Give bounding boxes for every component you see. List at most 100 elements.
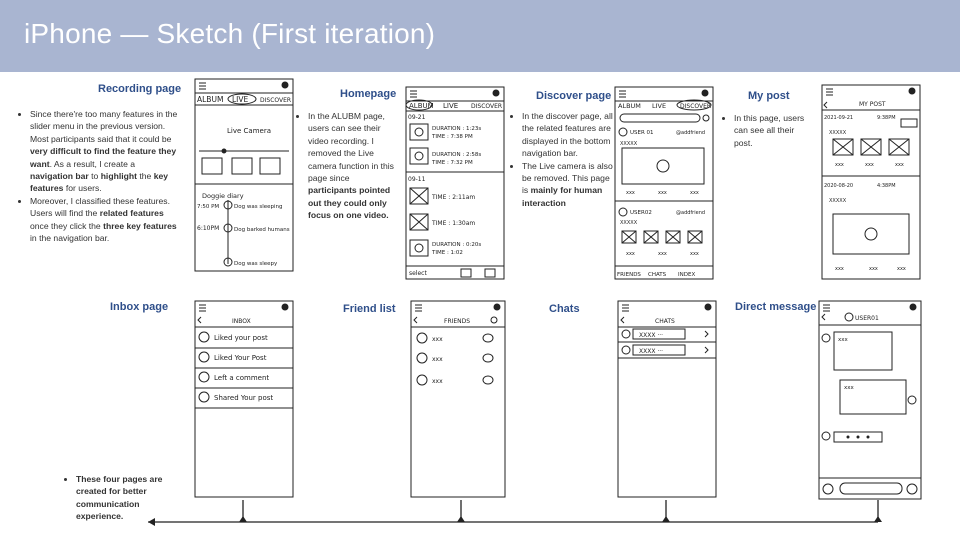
recording-notes: Since there're too many features in the …: [20, 108, 178, 244]
menu-icon: [199, 82, 206, 90]
svg-text:USER02: USER02: [630, 210, 652, 216]
svg-text:INBOX: INBOX: [232, 318, 251, 325]
svg-text:xxx: xxx: [838, 337, 849, 343]
discover-note-2: The Live camera is also be removed. This…: [522, 160, 618, 210]
svg-text:FRIENDS: FRIENDS: [617, 272, 641, 278]
svg-text:2020-08-20: 2020-08-20: [824, 183, 853, 189]
svg-text:ALBUM: ALBUM: [409, 102, 434, 110]
svg-text:XXXXX: XXXXX: [829, 130, 847, 136]
svg-text:9:38PM: 9:38PM: [877, 115, 896, 121]
discover-note-1: In the discover page, all the related fe…: [522, 110, 618, 160]
svg-text:Dog was sleepy: Dog was sleepy: [234, 261, 278, 267]
svg-text:LIVE: LIVE: [652, 102, 666, 110]
svg-text:TIME : 1:02: TIME : 1:02: [431, 250, 463, 256]
svg-text:xxx: xxx: [626, 251, 635, 257]
svg-text:xxx: xxx: [835, 266, 844, 272]
homepage-note: In the ALUBM page, users can see their v…: [308, 110, 398, 222]
recording-page-sketch: ALBUM LIVE DISCOVER Live Camera Doggie d…: [194, 78, 294, 272]
svg-text:xxx: xxx: [432, 356, 443, 363]
recording-note-1: Since there're too many features in the …: [30, 108, 178, 195]
svg-text:Dog was sleeping: Dog was sleeping: [234, 204, 282, 210]
svg-text:6:10PM: 6:10PM: [197, 225, 219, 232]
inbox-page-title: Inbox page: [110, 301, 169, 313]
svg-text:Liked your post: Liked your post: [214, 334, 268, 342]
svg-text:XXXXX: XXXXX: [620, 220, 638, 226]
discover-page-title: Discover page: [536, 90, 612, 102]
svg-text:xxx: xxx: [865, 162, 874, 168]
tab-discover: DISCOVER: [260, 97, 291, 104]
svg-text:Left a comment: Left a comment: [214, 374, 269, 382]
my-post-note: In this page, users can see all their po…: [734, 112, 810, 149]
chats-title: Chats: [549, 303, 580, 315]
svg-text:XXXXX: XXXXX: [620, 141, 638, 147]
svg-text:2021-09-21: 2021-09-21: [824, 115, 853, 121]
tab-live: LIVE: [232, 95, 249, 104]
discover-notes: In the discover page, all the related fe…: [512, 110, 618, 209]
svg-text:DISCOVER: DISCOVER: [471, 103, 502, 110]
direct-message-title: Direct message: [735, 301, 817, 313]
svg-text:XXXXX: XXXXX: [829, 198, 847, 204]
homepage-notes: In the ALUBM page, users can see their v…: [298, 110, 398, 222]
recording-note-2: Moreover, I classified these features. U…: [30, 195, 178, 245]
svg-text:xxx: xxx: [626, 190, 635, 196]
svg-text:TIME : 2:11am: TIME : 2:11am: [431, 194, 475, 201]
svg-text:xxx: xxx: [690, 190, 699, 196]
homepage-sketch: ALBUM LIVE DISCOVER 09-21 DURATION : 1:2…: [405, 86, 505, 280]
svg-text:xxx: xxx: [432, 336, 443, 343]
svg-text:select: select: [409, 270, 427, 277]
svg-text:DURATION : 1:23s: DURATION : 1:23s: [432, 126, 481, 132]
header-banner: iPhone — Sketch (First iteration): [0, 0, 960, 72]
communication-note: These four pages are created for better …: [76, 473, 172, 523]
svg-text:@addfriend: @addfriend: [676, 210, 705, 216]
friend-list-title: Friend list: [343, 303, 396, 315]
svg-text:Shared Your post: Shared Your post: [214, 394, 273, 402]
svg-text:xxx: xxx: [835, 162, 844, 168]
live-camera-label: Live Camera: [227, 127, 271, 135]
svg-text:XXXX ···: XXXX ···: [639, 348, 663, 355]
recording-page-title: Recording page: [98, 83, 182, 95]
svg-text:LIVE: LIVE: [443, 102, 458, 110]
svg-text:TIME : 7:38 PM: TIME : 7:38 PM: [431, 134, 473, 140]
svg-text:xxx: xxx: [432, 378, 443, 385]
svg-text:09-11: 09-11: [408, 176, 426, 183]
inbox-page-sketch: INBOX Liked your post Liked Your Post Le…: [194, 300, 294, 498]
tab-album: ALBUM: [197, 95, 223, 104]
svg-text:xxx: xxx: [658, 190, 667, 196]
svg-text:@addfriend: @addfriend: [676, 130, 705, 136]
discover-page-sketch: ALBUM LIVE DISCOVER USER 01 @addfriend X…: [614, 86, 714, 280]
svg-text:DURATION : 0:20s: DURATION : 0:20s: [432, 242, 481, 248]
svg-text:xxx: xxx: [690, 251, 699, 257]
svg-text:09-21: 09-21: [408, 114, 426, 121]
svg-text:4:38PM: 4:38PM: [877, 183, 896, 189]
my-post-title: My post: [748, 90, 790, 102]
svg-text:INDEX: INDEX: [678, 272, 695, 278]
svg-text:DISCOVER: DISCOVER: [680, 103, 711, 110]
chats-sketch: CHATS XXXX ··· XXXX ···: [617, 300, 717, 498]
svg-text:TIME : 7:32 PM: TIME : 7:32 PM: [431, 160, 473, 166]
logo-icon: [281, 81, 289, 89]
svg-text:CHATS: CHATS: [648, 272, 667, 278]
svg-text:CHATS: CHATS: [655, 318, 675, 325]
svg-text:DURATION : 2:58s: DURATION : 2:58s: [432, 152, 481, 158]
diary-label: Doggie diary: [202, 192, 244, 200]
svg-text:XXXX ···: XXXX ···: [639, 332, 663, 339]
svg-text:xxx: xxx: [658, 251, 667, 257]
friend-list-sketch: FRIENDS xxx xxx xxx: [410, 300, 506, 498]
direct-message-sketch: USER01 xxx xxx: [818, 300, 922, 500]
svg-text:USER01: USER01: [855, 315, 879, 322]
page-title: iPhone — Sketch (First iteration): [24, 18, 436, 49]
svg-text:xxx: xxx: [897, 266, 906, 272]
svg-text:xxx: xxx: [895, 162, 904, 168]
svg-text:FRIENDS: FRIENDS: [444, 318, 470, 325]
svg-text:7:50 PM: 7:50 PM: [197, 204, 219, 210]
svg-text:xxx: xxx: [869, 266, 878, 272]
svg-text:ALBUM: ALBUM: [618, 102, 641, 110]
svg-text:TIME : 1:30am: TIME : 1:30am: [431, 220, 475, 227]
svg-text:USER 01: USER 01: [630, 130, 654, 136]
my-post-notes: In this page, users can see all their po…: [724, 112, 810, 149]
homepage-title: Homepage: [340, 88, 397, 100]
svg-text:Dog barked humans: Dog barked humans: [234, 227, 290, 233]
my-post-sketch: MY POST 2021-09-21 9:38PM XXXXX xxx xxx …: [821, 84, 921, 280]
svg-text:Liked Your Post: Liked Your Post: [214, 354, 267, 362]
